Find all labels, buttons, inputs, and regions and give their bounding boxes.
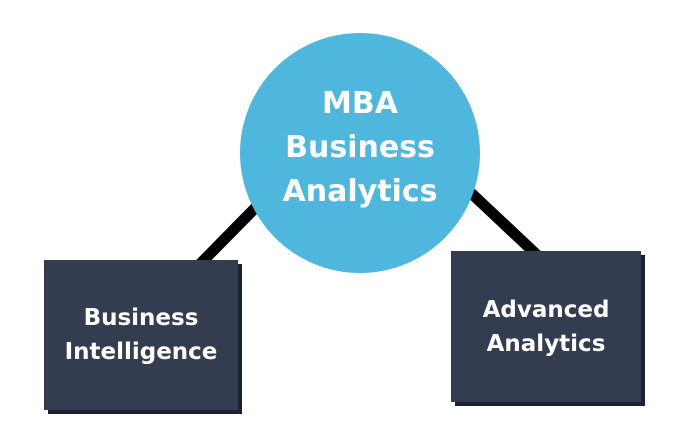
child-node-business-intelligence: Business Intelligence — [44, 260, 238, 410]
child-node-label-line1: Advanced — [482, 296, 610, 323]
center-node-mba-business-analytics: MBA Business Analytics — [240, 33, 480, 273]
child-node-label-line2: Analytics — [486, 330, 606, 357]
child-node-label: Advanced Analytics — [461, 293, 631, 361]
child-node-label: Business Intelligence — [56, 301, 226, 369]
child-node-label-line2: Intelligence — [64, 339, 218, 365]
connector-left — [196, 197, 266, 268]
child-node-label-line1: Business — [83, 305, 199, 331]
child-node-advanced-analytics: Advanced Analytics — [451, 251, 641, 402]
connector-right — [466, 187, 541, 260]
center-node-label-line1: MBA Business — [285, 86, 435, 165]
center-node-label-line2: Analytics — [282, 174, 438, 209]
center-node-label: MBA Business Analytics — [250, 82, 470, 214]
